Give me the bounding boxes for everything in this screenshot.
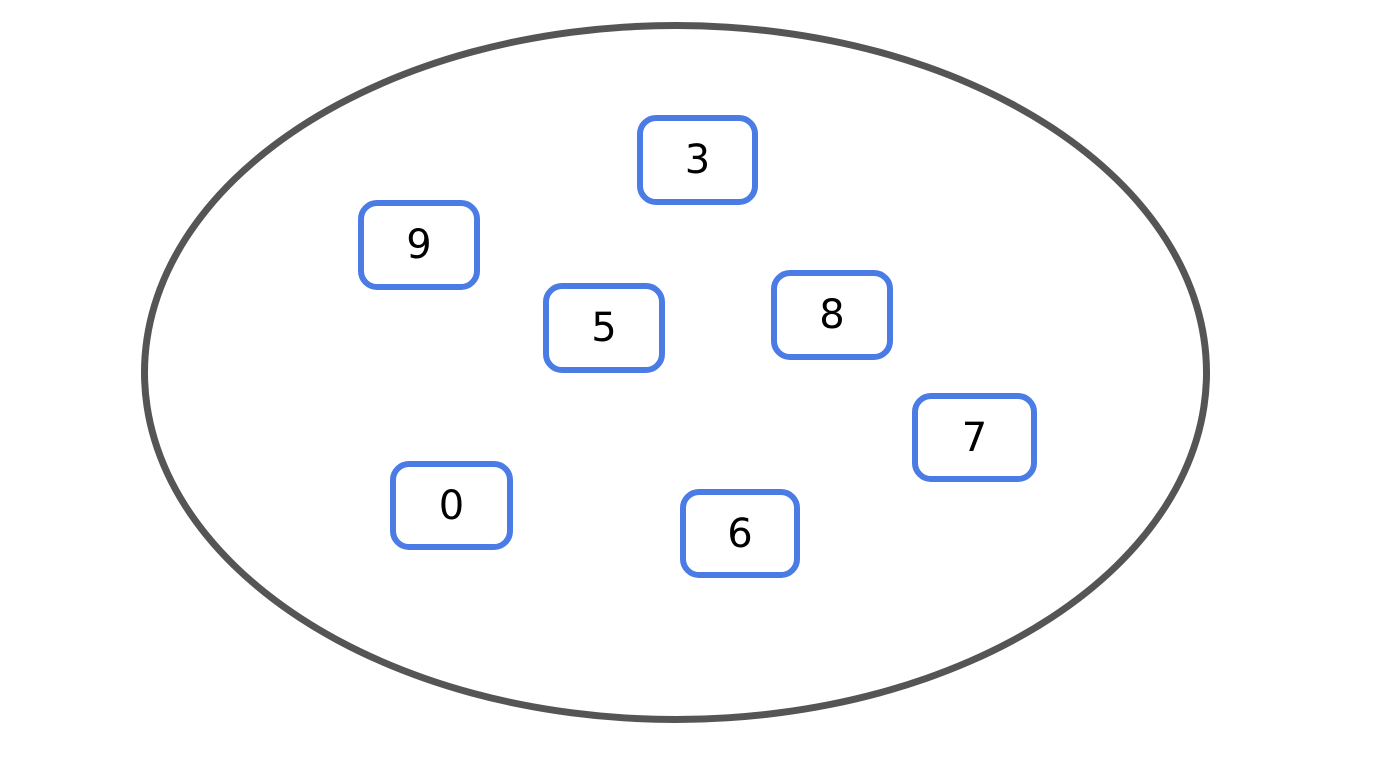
set-oval (141, 22, 1210, 723)
number-card[interactable]: 6 (680, 489, 800, 578)
number-card[interactable]: 3 (637, 115, 758, 205)
number-card-label: 0 (438, 482, 465, 529)
number-card-label: 7 (961, 414, 988, 461)
number-card-label: 6 (727, 510, 753, 557)
number-card[interactable]: 0 (390, 461, 513, 550)
number-card-label: 9 (406, 222, 432, 268)
number-card[interactable]: 5 (543, 283, 665, 373)
number-card[interactable]: 8 (771, 270, 893, 360)
number-card[interactable]: 7 (912, 393, 1037, 482)
number-card-label: 8 (819, 292, 845, 338)
number-card[interactable]: 9 (358, 200, 480, 290)
number-card-label: 3 (684, 137, 711, 183)
number-card-label: 5 (591, 305, 617, 351)
